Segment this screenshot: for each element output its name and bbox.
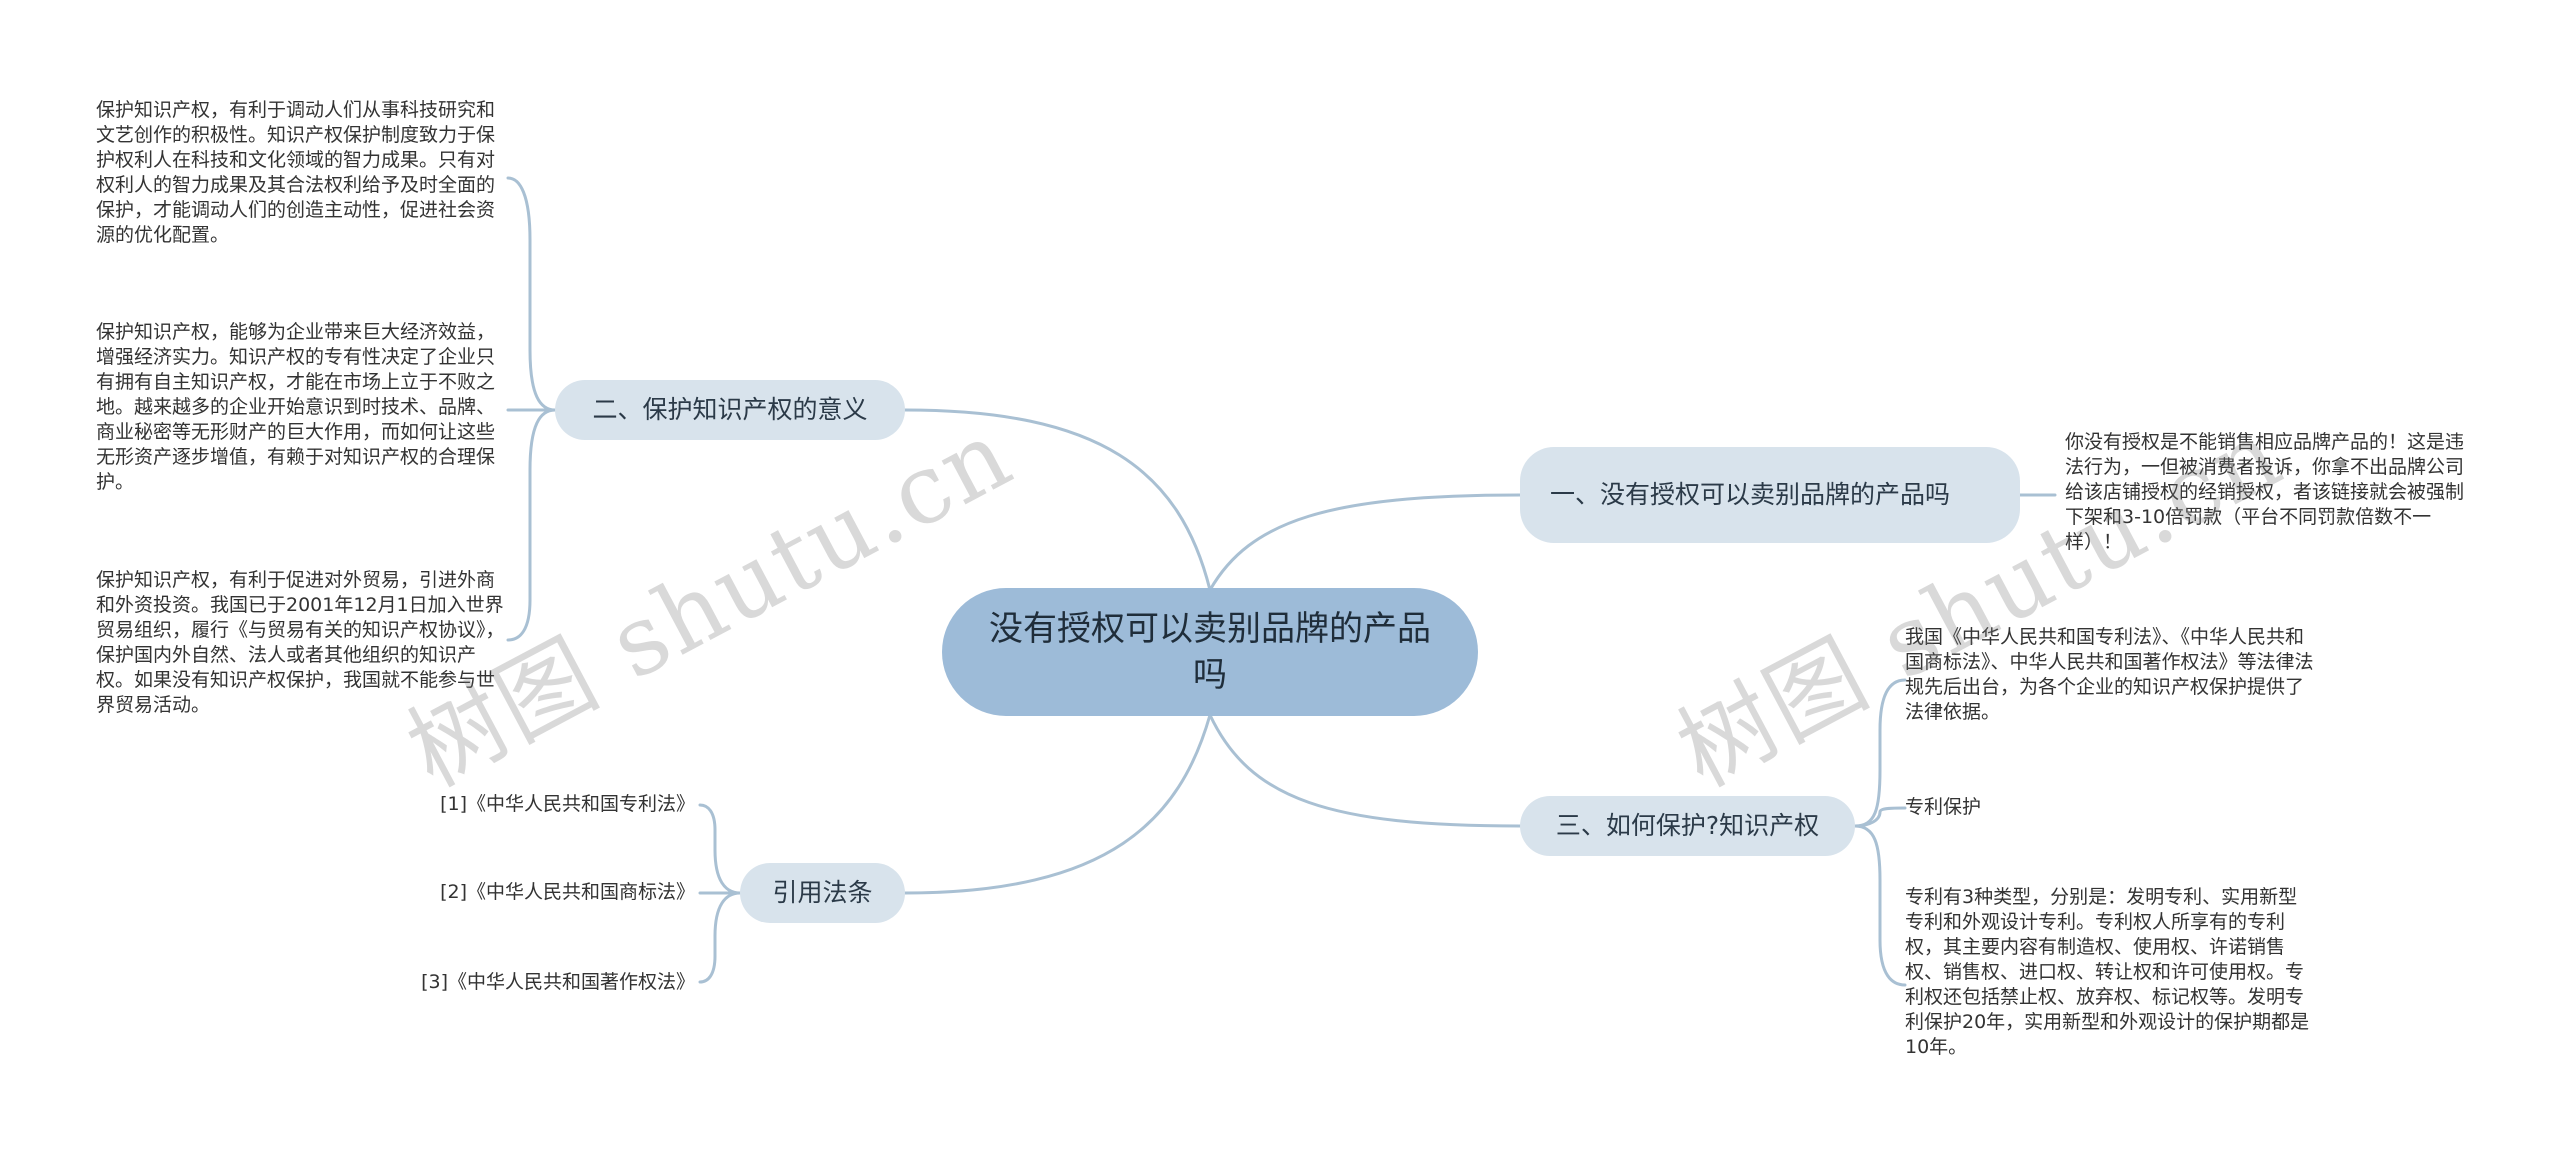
link-b4-leaf1 bbox=[1853, 678, 1907, 828]
link-root-b3 bbox=[1208, 493, 1522, 592]
link-root-b2 bbox=[903, 713, 1212, 895]
root-topic-label: 没有授权可以卖别品牌的产品吗 bbox=[989, 609, 1431, 695]
leaf-significance-2: 保护知识产权，能够为企业带来巨大经济效益，增强经济实力。知识产权的专有性决定了企… bbox=[96, 321, 496, 493]
branch-how-to-protect[interactable]: 三、如何保护?知识产权 bbox=[1520, 796, 1855, 856]
link-b1-leaf1 bbox=[506, 176, 557, 412]
leaf-cited-law-2: [2]《中华人民共和国商标法》 bbox=[440, 881, 695, 903]
leaf-how-to-protect-3: 专利有3种类型，分别是：发明专利、实用新型专利和外观设计专利。专利权人所享有的专… bbox=[1905, 886, 2310, 1058]
link-b1-leaf3 bbox=[506, 408, 557, 642]
branch-no-authorization-label: 一、没有授权可以卖别品牌的产品吗 bbox=[1550, 480, 1951, 509]
leaf-significance-1: 保护知识产权，有利于调动人们从事科技研究和文艺创作的积极性。知识产权保护制度致力… bbox=[96, 99, 496, 246]
branch-significance-label: 二、保护知识产权的意义 bbox=[592, 395, 868, 424]
branch-cited-laws[interactable]: 引用法条 bbox=[740, 863, 905, 923]
link-root-b4 bbox=[1208, 713, 1522, 828]
branch-how-to-protect-label: 三、如何保护?知识产权 bbox=[1555, 811, 1820, 840]
branch-no-authorization[interactable]: 一、没有授权可以卖别品牌的产品吗 bbox=[1520, 447, 2020, 543]
link-b2-leaf1 bbox=[698, 803, 742, 895]
leaf-cited-law-3: [3]《中华人民共和国著作权法》 bbox=[421, 971, 695, 993]
leaf-cited-law-1: [1]《中华人民共和国专利法》 bbox=[440, 793, 695, 815]
leaf-no-authorization-1: 你没有授权是不能销售相应品牌产品的！这是违法行为，一但被消费者投诉，你拿不出品牌… bbox=[2065, 431, 2465, 553]
branch-cited-laws-label: 引用法条 bbox=[772, 878, 873, 907]
root-topic[interactable]: 没有授权可以卖别品牌的产品吗 bbox=[942, 588, 1478, 716]
branch-significance[interactable]: 二、保护知识产权的意义 bbox=[555, 380, 905, 440]
link-b4-leaf3 bbox=[1853, 824, 1907, 987]
leaf-significance-3: 保护知识产权，有利于促进对外贸易，引进外商和外资投资。我国已于2001年12月1… bbox=[96, 569, 505, 716]
link-b2-leaf3 bbox=[698, 891, 742, 984]
link-root-b1 bbox=[903, 408, 1212, 592]
leaf-how-to-protect-2: 专利保护 bbox=[1905, 796, 1982, 818]
link-b4-leaf2 bbox=[1853, 806, 1907, 828]
leaf-how-to-protect-1: 我国《中华人民共和国专利法》、《中华人民共和国商标法》、中华人民共和国著作权法》… bbox=[1905, 626, 2314, 723]
